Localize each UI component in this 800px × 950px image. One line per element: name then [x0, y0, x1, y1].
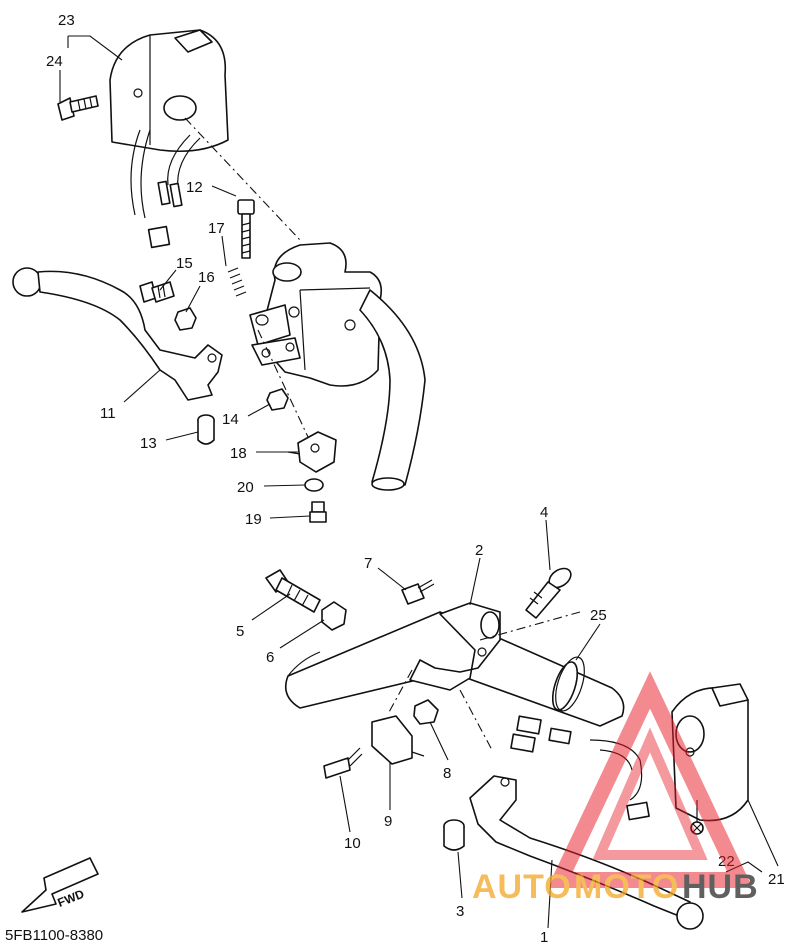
automotohub-watermark: AUTO MOTO HUB: [472, 671, 759, 906]
switch-screw: [57, 95, 99, 121]
bolt-4: [525, 567, 572, 619]
left-switch-housing: [109, 29, 229, 249]
label-4: 4: [540, 504, 548, 521]
label-12: 12: [186, 179, 203, 196]
label-19: 19: [245, 511, 262, 528]
bolt-5: [265, 569, 321, 613]
switch-9: [371, 715, 425, 765]
label-5: 5: [236, 623, 244, 640]
label-17: 17: [208, 220, 225, 237]
washer-20: [304, 478, 324, 492]
watermark-moto: MOTO: [574, 868, 679, 906]
collar-3: [443, 819, 465, 851]
label-16: 16: [198, 269, 215, 286]
label-23: 23: [58, 12, 75, 29]
nut-8: [413, 699, 439, 725]
screw-22: [690, 800, 704, 835]
screw-7: [401, 579, 435, 605]
nut-14: [266, 388, 289, 411]
fwd-arrow-icon: FWD: [21, 857, 99, 913]
label-1: 1: [540, 929, 548, 946]
lever-bracket: [409, 602, 501, 691]
label-3: 3: [456, 903, 464, 920]
spring-17: [227, 267, 247, 297]
screw-10: [323, 747, 363, 779]
master-cylinder: [249, 242, 383, 387]
clip-25: [555, 656, 585, 712]
label-20: 20: [237, 479, 254, 496]
catalog-code: 5FB1100-8380: [5, 927, 103, 944]
watermark-auto: AUTO: [472, 868, 572, 906]
label-13: 13: [140, 435, 157, 452]
label-10: 10: [344, 835, 361, 852]
bolt-12: [237, 199, 255, 259]
label-9: 9: [384, 813, 392, 830]
nut-16: [174, 307, 197, 331]
leader-lines: [59, 35, 779, 929]
label-8: 8: [443, 765, 451, 782]
label-14: 14: [222, 411, 239, 428]
nut-6: [321, 601, 347, 631]
label-11: 11: [100, 405, 116, 422]
switch-18: [287, 431, 337, 473]
label-21: 21: [768, 871, 785, 888]
screw-19: [309, 501, 327, 523]
label-2: 2: [475, 542, 483, 559]
label-25: 25: [590, 607, 607, 624]
label-6: 6: [266, 649, 274, 666]
watermark-triangle-logo: [547, 671, 753, 888]
handlebar-upper: [359, 289, 426, 491]
label-24: 24: [46, 53, 63, 70]
label-18: 18: [230, 445, 247, 462]
collar-13: [197, 414, 215, 445]
brake-lever: [12, 267, 223, 401]
label-7: 7: [364, 555, 372, 572]
bolt-15: [139, 281, 175, 303]
watermark-hub: HUB: [682, 868, 759, 906]
label-15: 15: [176, 255, 193, 272]
